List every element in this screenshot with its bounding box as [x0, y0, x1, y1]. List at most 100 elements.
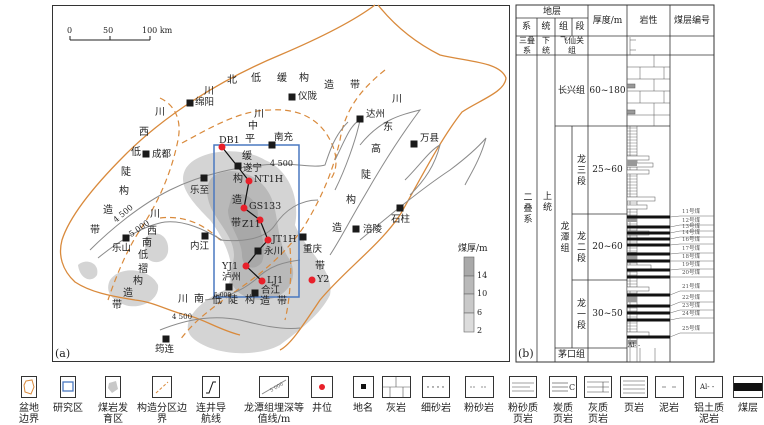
scale-label-end: 100 km	[142, 26, 173, 35]
well-icon	[240, 204, 248, 212]
seam-label: 18号煤	[682, 254, 700, 260]
changxing-formation: 长兴组	[557, 85, 585, 96]
lithology-bed	[626, 169, 650, 175]
zone-char: 构	[133, 276, 143, 287]
carbon-sample: C	[569, 383, 575, 392]
zone-char: 川	[254, 109, 264, 120]
study-area-icon	[60, 376, 76, 398]
zone-char: 造	[103, 205, 113, 216]
well-label: YJ1	[222, 261, 239, 272]
legend-label: 龙潭组埋深等值线/m	[244, 403, 304, 425]
seam-leader-line	[669, 215, 714, 218]
coal-seam-bed	[627, 237, 670, 241]
basin-boundary	[59, 4, 507, 351]
zone-char: 北	[227, 75, 237, 86]
seam-label: 25号煤	[682, 326, 700, 332]
coal-seam-bed	[627, 231, 670, 235]
long3-thickness: 25~60	[592, 165, 623, 175]
longtan-formation: 龙潭组	[558, 220, 569, 254]
depth-isoline-icon: 5 000	[259, 376, 289, 398]
zone-char: 带	[277, 296, 287, 307]
long2-thickness: 20~60	[592, 242, 623, 252]
zone-char: 构	[233, 174, 243, 185]
zone-char: 带	[112, 300, 122, 311]
seam-leader-line	[669, 252, 714, 255]
legend-label: 煤岩发育区	[98, 403, 128, 425]
seam-leader-line	[669, 301, 714, 307]
shale-icon	[620, 376, 648, 398]
coal-seam-bed	[627, 304, 670, 308]
thickness-tick: 6	[477, 308, 483, 317]
city-label: 合江	[261, 285, 281, 296]
place-icon	[410, 140, 418, 148]
basin-boundary-icon	[21, 376, 37, 398]
well-label: GS133	[249, 201, 282, 212]
legend-label: 连井导航线	[196, 403, 226, 425]
seam-label: 11号煤	[682, 209, 700, 215]
lithology-bed	[626, 204, 648, 210]
zone-char: 造	[232, 195, 242, 206]
zone-char: 造	[260, 296, 270, 307]
zone-char: 构	[245, 295, 255, 306]
coal-seam-bed	[627, 252, 670, 256]
lithology-bed	[626, 155, 650, 161]
city-label: 遂宁	[243, 163, 263, 174]
city-label: 永川	[264, 246, 284, 257]
legend-label: 煤层	[738, 403, 758, 414]
silty-shale-icon	[509, 376, 537, 398]
place-icon	[396, 204, 404, 212]
zone-char: 东	[383, 122, 393, 133]
place-icon	[353, 376, 374, 398]
legend-label: 泥岩	[659, 403, 679, 414]
header-formation: 组	[558, 22, 568, 32]
zone-char: 川	[150, 209, 160, 220]
coal-seam-bed	[627, 318, 670, 322]
well-tie-line-icon	[202, 376, 220, 398]
zone-char: 构	[346, 195, 356, 206]
seam-label: 16号煤	[682, 237, 700, 243]
seam-leader-line	[669, 243, 714, 246]
zone-char: 西	[139, 127, 149, 138]
seam-leader-line	[669, 224, 714, 228]
city-label: 南充	[274, 132, 294, 143]
city-label: 乐至	[190, 185, 210, 196]
seam-leader-line	[669, 290, 714, 296]
header-strata: 地层	[542, 6, 561, 17]
lithology-bed	[626, 286, 650, 292]
map-panel	[52, 5, 510, 362]
legend-label: 铝土质泥岩	[694, 403, 724, 425]
header-thickness: 厚度/m	[592, 15, 623, 26]
lithology-bed	[626, 331, 650, 337]
lithology-carbonaceous	[627, 340, 637, 344]
zone-char: 造	[332, 223, 342, 234]
long1-thickness: 30~50	[592, 309, 623, 319]
seam-label: 22号煤	[682, 295, 700, 301]
zone-char: 川	[204, 86, 214, 97]
well-icon	[258, 277, 266, 285]
seam-leaders	[669, 215, 714, 338]
isoline-sample: 5 000	[269, 381, 284, 393]
place-icon	[352, 225, 360, 233]
zone-char: 构	[119, 186, 129, 197]
maokou-formation: 茅口组	[557, 350, 585, 360]
panel-b-label: (b)	[518, 347, 534, 360]
seam-leader-line	[669, 230, 714, 234]
place-icon	[268, 141, 276, 149]
well-label: Y2	[317, 274, 330, 285]
limestone-icon	[382, 376, 411, 398]
changxing-thickness: 60~180	[589, 85, 626, 96]
city-label: 内江	[190, 241, 210, 252]
legend-label: 井位	[312, 403, 332, 414]
legend-label: 炭质页岩	[553, 403, 573, 425]
city-label: 达州	[366, 109, 386, 120]
place-icon	[200, 174, 208, 182]
scale-bar	[69, 36, 151, 41]
zone-char: 带	[231, 218, 241, 229]
long2-member: 龙二段	[575, 230, 585, 264]
city-label: 石柱	[391, 214, 411, 225]
thickness-scale-bar	[463, 256, 475, 333]
coal-seam-bed	[627, 225, 670, 229]
mudstone-icon	[655, 376, 684, 398]
zone-char: 中	[248, 121, 258, 132]
lithology-bed	[626, 196, 656, 202]
